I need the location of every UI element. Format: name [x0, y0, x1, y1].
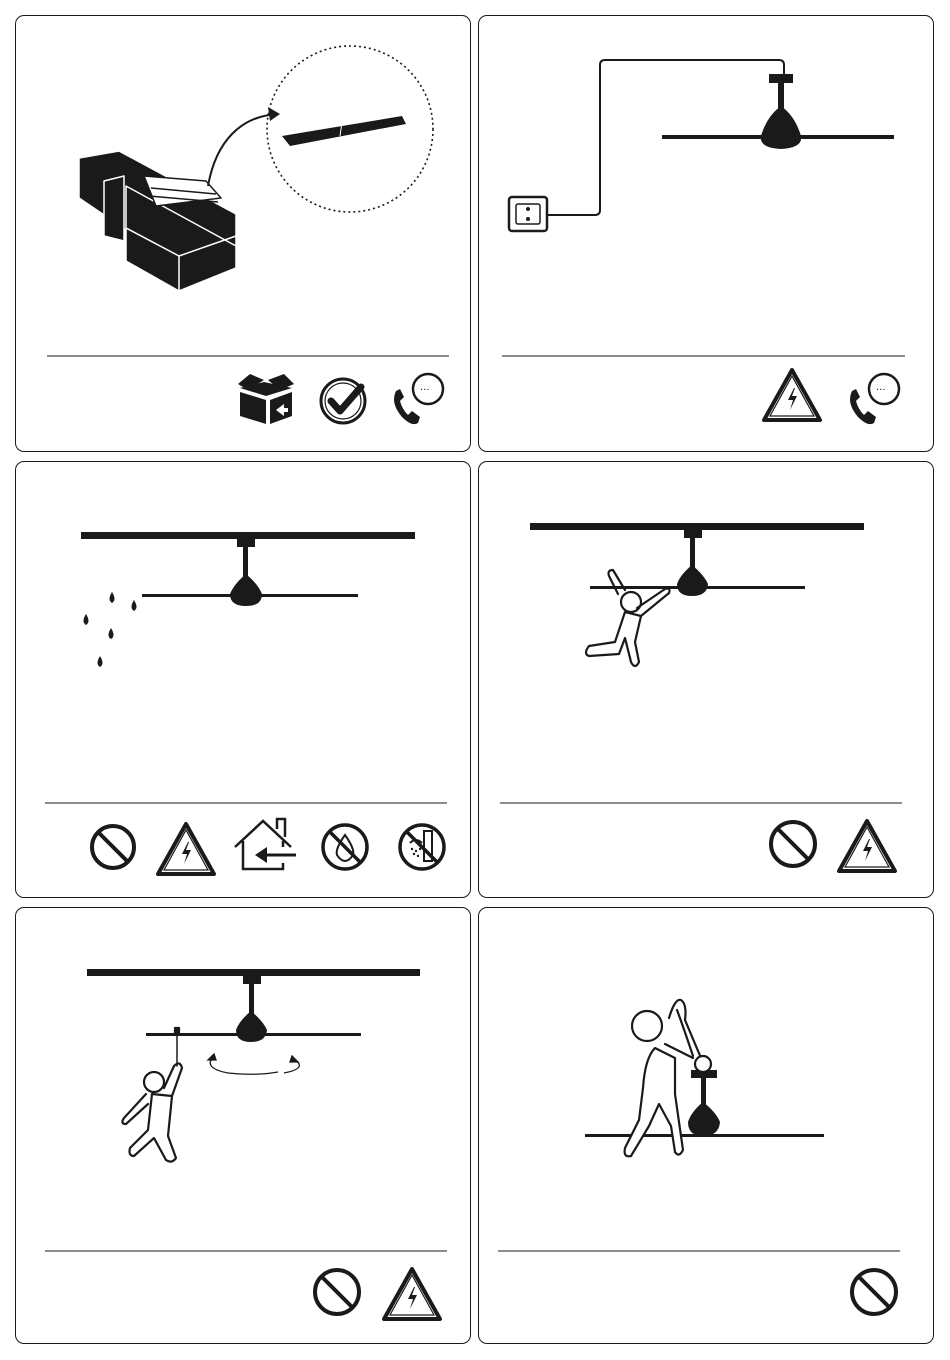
person-hanging-illustration [586, 570, 670, 666]
panel-no-pulling [15, 907, 471, 1344]
box-open-icon [238, 374, 294, 424]
arrow-icon [208, 114, 278, 186]
ceiling [530, 523, 864, 530]
ceiling [81, 532, 415, 539]
unpack-illustration: ··· [16, 16, 472, 453]
fan-blade-illustration [282, 116, 406, 146]
prohibited-icon [852, 1270, 896, 1314]
svg-text:···: ··· [876, 385, 886, 396]
panel-moisture [15, 461, 471, 898]
electric-hazard-icon [764, 370, 820, 420]
ceiling-fan-illustration [662, 74, 894, 149]
ceiling-fan-illustration [142, 539, 358, 606]
electric-hazard-icon [839, 821, 895, 871]
water-drops-icon [84, 592, 137, 667]
no-bathroom-shower-icon [400, 825, 444, 869]
prohibited-icon [771, 822, 815, 866]
person-pulling-illustration [122, 1028, 182, 1162]
wall-socket-icon [509, 197, 547, 231]
svg-text:···: ··· [420, 385, 430, 396]
phone-support-icon: ··· [850, 374, 899, 424]
rotation-arrows-icon [208, 1054, 299, 1074]
no-bending-illustration [479, 908, 935, 1345]
panel-unpack: ··· [15, 15, 471, 452]
electric-hazard-icon [384, 1269, 440, 1319]
no-hanging-illustration [479, 462, 935, 899]
prohibited-icon [92, 826, 134, 868]
ceiling-fan-illustration [585, 1070, 824, 1137]
no-pulling-illustration [16, 908, 472, 1345]
panel-no-bending [478, 907, 934, 1344]
electric-hazard-icon [158, 824, 214, 874]
no-water-icon [323, 825, 367, 869]
indoor-house-icon [235, 819, 296, 869]
moisture-illustration [16, 462, 472, 899]
panel-power: ··· [478, 15, 934, 452]
phone-support-icon: ··· [394, 374, 443, 424]
checkmark-circle-icon [321, 379, 365, 423]
power-illustration: ··· [479, 16, 935, 453]
product-box-illustration [79, 151, 236, 291]
panel-no-hanging [478, 461, 934, 898]
ceiling [87, 969, 420, 976]
prohibited-icon [315, 1270, 359, 1314]
